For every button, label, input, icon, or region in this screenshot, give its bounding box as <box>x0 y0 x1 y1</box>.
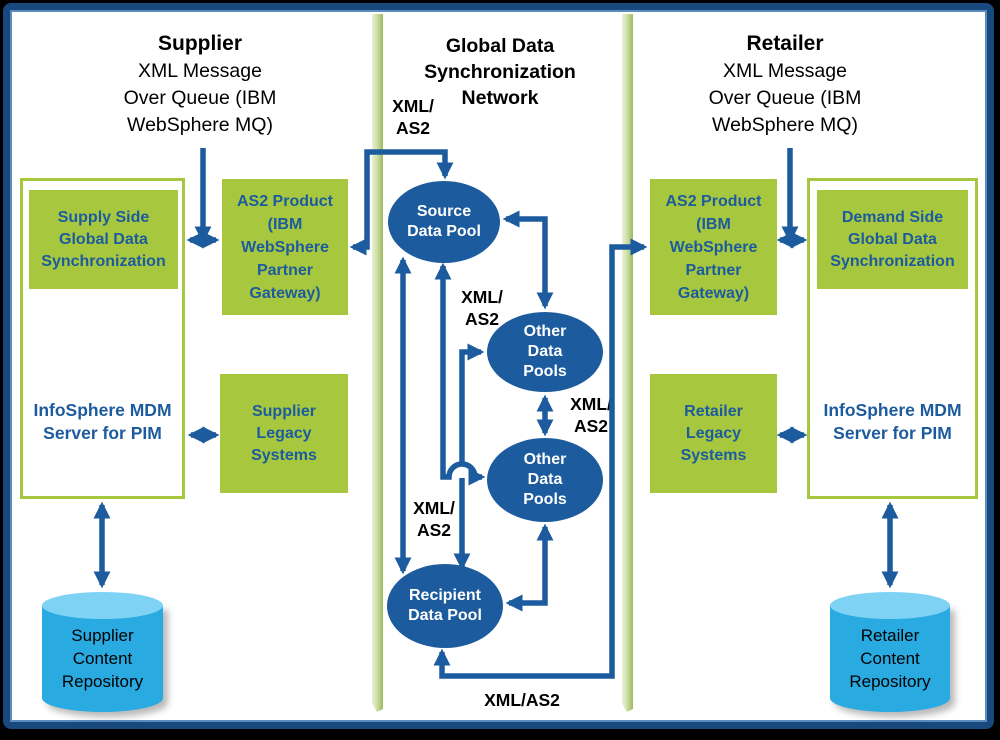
retailer-repository-label: Retailer Content Repository <box>830 605 950 712</box>
supplier-repository-label: Supplier Content Repository <box>42 605 163 712</box>
recipient-data-pool-ellipse: Recipient Data Pool <box>387 564 503 648</box>
supplier-as2-product-box: AS2 Product (IBM WebSphere Partner Gatew… <box>222 179 348 315</box>
supplier-mdm-label: InfoSphere MDM Server for PIM <box>33 400 172 443</box>
retailer-header-subtitle: XML Message Over Queue (IBM WebSphere MQ… <box>708 60 862 136</box>
supply-side-gds-box: Supply Side Global Data Synchronization <box>29 190 178 289</box>
cylinder-top-ellipse <box>42 592 163 619</box>
retailer-mdm-label: InfoSphere MDM Server for PIM <box>823 400 962 443</box>
xml-as2-label-source-other2: XML/ AS2 <box>461 287 503 329</box>
xml-as2-label-top: XML/ AS2 <box>392 96 434 138</box>
other-data-pools-2-ellipse: Other Data Pools <box>487 438 603 522</box>
demand-side-gds-box: Demand Side Global Data Synchronization <box>817 190 968 289</box>
supplier-header-subtitle: XML Message Over Queue (IBM WebSphere MQ… <box>123 60 277 136</box>
xml-as2-label-between-others: XML/ AS2 <box>570 394 612 436</box>
retailer-as2-product-box: AS2 Product (IBM WebSphere Partner Gatew… <box>650 179 777 315</box>
gdsn-header: Global Data Synchronization Network <box>424 35 576 109</box>
retailer-content-repository-cylinder: Retailer Content Repository <box>830 592 950 712</box>
retailer-legacy-systems-box: Retailer Legacy Systems <box>650 374 777 493</box>
cylinder-top-ellipse <box>830 592 950 619</box>
divider-bar-left <box>372 14 383 712</box>
retailer-header: Retailer XML Message Over Queue (IBM Web… <box>655 30 915 139</box>
retailer-header-title: Retailer <box>746 32 824 55</box>
supplier-header: Supplier XML Message Over Queue (IBM Web… <box>70 30 330 139</box>
source-data-pool-ellipse: Source Data Pool <box>388 181 500 263</box>
supplier-legacy-systems-box: Supplier Legacy Systems <box>220 374 348 493</box>
xml-as2-label-recipient-left: XML/ AS2 <box>413 498 455 540</box>
supplier-content-repository-cylinder: Supplier Content Repository <box>42 592 163 712</box>
xml-as2-label-bottom: XML/AS2 <box>484 690 560 710</box>
divider-bar-right <box>622 14 633 712</box>
supplier-header-title: Supplier <box>157 32 242 55</box>
